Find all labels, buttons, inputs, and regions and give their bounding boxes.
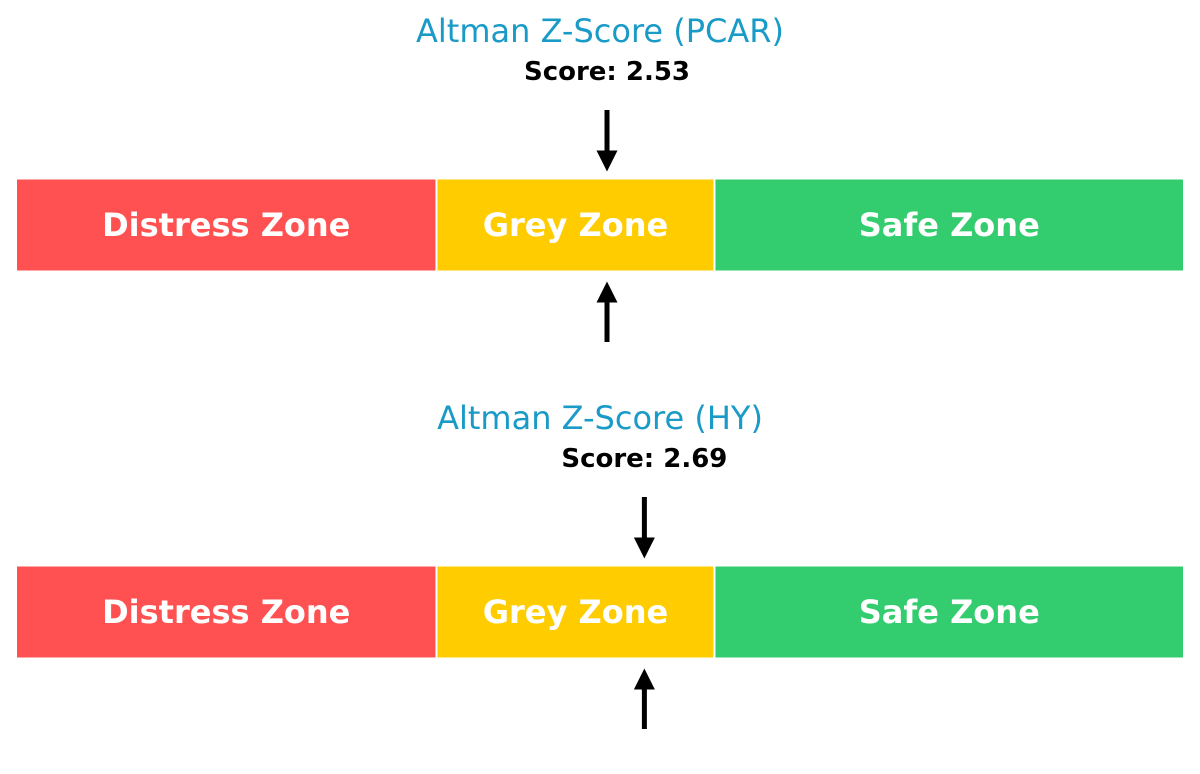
zone-label: Grey Zone	[483, 206, 668, 244]
zone-label: Distress Zone	[102, 593, 350, 631]
zone-bar	[15, 177, 438, 273]
zone-bar	[15, 564, 438, 660]
zone-bar	[435, 564, 716, 660]
zone-bar	[713, 564, 1185, 660]
zone-bar	[435, 177, 716, 273]
chart-title: Altman Z-Score (HY)	[437, 399, 763, 437]
zscore-gauge: Altman Z-Score (PCAR) Score: 2.53Distress…	[15, 12, 1185, 342]
zone-bar	[713, 177, 1185, 273]
chart-title: Altman Z-Score (PCAR)	[416, 12, 784, 50]
score-label: Score: 2.69	[561, 444, 727, 474]
zone-label: Safe Zone	[859, 593, 1040, 631]
zone-label: Distress Zone	[102, 206, 350, 244]
zone-label: Grey Zone	[483, 593, 668, 631]
zone-label: Safe Zone	[859, 206, 1040, 244]
score-label: Score: 2.53	[524, 57, 690, 87]
